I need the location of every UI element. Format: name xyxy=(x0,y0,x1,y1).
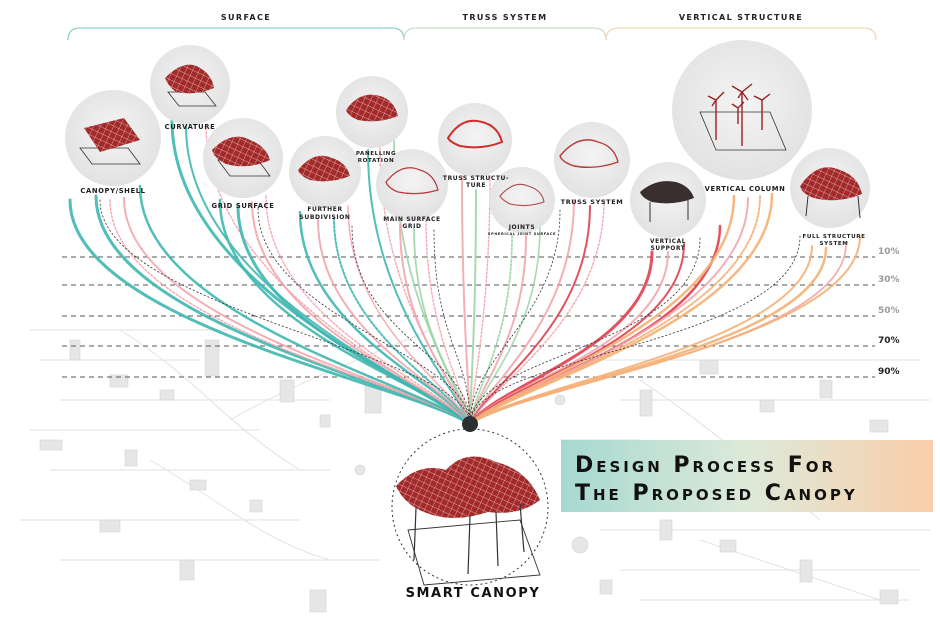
smart-canopy-icon xyxy=(396,456,540,518)
flow-guide-line xyxy=(99,199,471,425)
truss-system-icon xyxy=(559,139,619,169)
step-vertical-column xyxy=(672,40,812,180)
step-canopy-shell xyxy=(65,90,161,186)
label-grid-surface: Grid Surface xyxy=(212,202,275,210)
label-main-surface-2: grid xyxy=(402,223,421,230)
flow-line xyxy=(469,225,541,425)
curvature-icon xyxy=(165,64,214,94)
smart-canopy-bubble xyxy=(391,428,549,586)
process-flow-lines xyxy=(68,118,861,426)
flow-line xyxy=(468,192,774,426)
label-panelling-1: panelling xyxy=(356,151,396,157)
flow-line xyxy=(68,198,472,426)
label-truss-structure-2: ture xyxy=(466,182,486,189)
truss-bracket xyxy=(403,27,607,41)
label-further-2: subdivision xyxy=(299,214,350,221)
flow-line xyxy=(138,184,472,426)
step-joints xyxy=(489,167,555,233)
flow-line xyxy=(469,235,527,425)
pct-50: 50% xyxy=(878,306,900,316)
label-truss-system: Truss system xyxy=(561,198,624,206)
flow-line xyxy=(469,205,591,425)
step-labels: Canopy/Shell Curvature Grid Surface Furt… xyxy=(80,123,865,252)
flow-line xyxy=(461,175,471,425)
step-further-subdivision xyxy=(289,136,361,208)
step-grid-surface xyxy=(203,118,283,198)
vertical-column-icon xyxy=(707,83,771,146)
label-further-1: Further xyxy=(307,206,342,213)
grid-surface-icon xyxy=(212,136,270,167)
step-full-structure-system xyxy=(790,148,870,228)
title-line-1: Design Process For xyxy=(575,453,837,478)
smart-canopy-label: SMART CANOPY xyxy=(405,586,541,601)
vertical-support-icon xyxy=(640,181,694,204)
vertical-bracket xyxy=(605,27,877,41)
flow-line xyxy=(298,210,472,426)
flow-guide-line xyxy=(469,235,801,425)
title-line-2: The Proposed Canopy xyxy=(575,481,858,506)
truss-structure-icon xyxy=(446,119,504,149)
step-curvature xyxy=(150,45,230,125)
title-banner xyxy=(561,440,933,512)
pct-70: 70% xyxy=(878,336,900,346)
header-truss-system: Truss system xyxy=(462,13,547,22)
full-structure-icon xyxy=(800,167,862,201)
flow-line xyxy=(367,149,471,425)
pct-10: 10% xyxy=(878,247,900,257)
canopy-shell-icon xyxy=(84,118,140,152)
node-boxes xyxy=(39,339,899,613)
flow-line xyxy=(317,219,471,425)
flow-line xyxy=(469,235,861,425)
flow-line xyxy=(413,227,471,425)
label-joints-1: Joints xyxy=(508,224,536,231)
flow-line xyxy=(265,195,471,425)
header-vertical-structure: vertical structure xyxy=(679,13,803,22)
surface-bracket xyxy=(67,27,405,41)
label-canopy-shell: Canopy/Shell xyxy=(80,187,145,195)
step-main-surface-grid xyxy=(376,149,448,221)
flow-line xyxy=(251,201,471,425)
label-vertical-support-1: Vertical xyxy=(650,239,686,245)
flow-guide-line xyxy=(469,237,701,425)
further-subdivision-icon xyxy=(298,155,350,182)
label-full-structure-2: system xyxy=(820,241,849,247)
header-brackets xyxy=(67,27,877,41)
diagram-title: Design Process For The Proposed Canopy xyxy=(575,452,858,508)
flow-line xyxy=(469,175,491,425)
label-full-structure-1: Full structure xyxy=(802,234,865,240)
flow-line xyxy=(469,199,575,425)
step-truss-structure xyxy=(438,103,512,177)
flow-line xyxy=(469,189,477,425)
flow-line xyxy=(347,205,471,425)
flow-guide-line xyxy=(433,229,471,425)
pct-90: 90% xyxy=(878,367,900,377)
step-panelling-rotation xyxy=(336,76,408,148)
label-vertical-support-2: support xyxy=(651,246,686,252)
header-surface: Surface xyxy=(221,13,271,22)
label-main-surface-1: Main surface xyxy=(383,216,441,223)
label-joints-2: spherical joint surface xyxy=(488,232,556,236)
label-panelling-2: rotation xyxy=(358,158,394,164)
convergence-hub xyxy=(462,416,478,432)
flow-line xyxy=(469,199,605,425)
flow-line xyxy=(469,243,847,425)
label-curvature: Curvature xyxy=(165,123,216,131)
step-vertical-support xyxy=(630,162,706,238)
main-surface-grid-icon xyxy=(385,167,439,195)
panelling-rotation-icon xyxy=(346,94,398,122)
step-truss-system xyxy=(554,122,630,198)
label-vertical-column: Vertical column xyxy=(705,185,786,193)
flow-guide-line xyxy=(469,209,561,425)
label-truss-structure-1: Truss structu- xyxy=(443,175,509,182)
flow-guide-line xyxy=(351,225,471,425)
pct-30: 30% xyxy=(878,275,900,285)
joints-icon xyxy=(499,183,545,207)
